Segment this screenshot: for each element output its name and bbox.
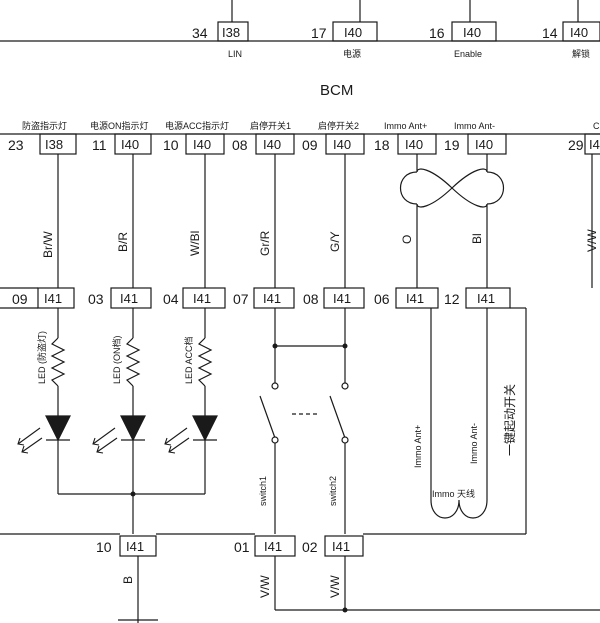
bcm-connector-switch2: I40	[333, 137, 351, 152]
led-antitheft-label: LED (防盗灯)	[36, 331, 47, 384]
bottom-connector-01: I41	[264, 539, 282, 554]
module-title: BCM	[320, 82, 353, 99]
bottom-pin-10: 10	[96, 539, 112, 555]
start-button-label: 一键起动开关	[503, 384, 517, 456]
top-connector-enable: I40	[463, 25, 481, 40]
bcm-connector-antitheft: I38	[45, 137, 63, 152]
led-on-label: LED (ON档)	[111, 335, 122, 384]
top-pin-power: 17	[311, 25, 327, 41]
top-label-enable: Enable	[454, 49, 482, 59]
top-label-lin: LIN	[228, 49, 242, 59]
switch1-label: switch1	[258, 476, 268, 506]
bcm-connector-29: I40	[589, 137, 600, 152]
switch2-label: switch2	[328, 476, 338, 506]
wire-color-b-r: B/R	[116, 232, 130, 252]
wire-color-v-w-bottom2: V/W	[328, 575, 342, 598]
bcm-connector-immo-minus: I40	[475, 137, 493, 152]
immo-ant-minus-label: Immo Ant-	[469, 423, 479, 464]
immo-coil-label: Immo 天线	[432, 488, 475, 499]
top-label-unlock: 解锁	[572, 48, 590, 59]
bcm-label-immo-minus: Immo Ant-	[454, 121, 495, 131]
bcm-connector-immo-plus: I40	[405, 137, 423, 152]
sw-pin-09: 09	[12, 291, 28, 307]
top-pin-unlock: 14	[542, 25, 558, 41]
bcm-label-switch2: 启停开关2	[318, 120, 359, 131]
top-label-power: 电源	[343, 48, 361, 59]
bcm-label-29: C	[593, 121, 600, 131]
top-connector-unlock: I40	[570, 25, 588, 40]
wire-color-bl: Bl	[470, 233, 484, 244]
led-acc-label: LED ACC档	[183, 336, 194, 384]
sw-connector-09: I41	[44, 291, 62, 306]
top-connector-power: I40	[344, 25, 362, 40]
bcm-label-on-lamp: 电源ON指示灯	[90, 120, 149, 131]
top-pin-lin: 34	[192, 25, 208, 41]
top-connector-lin: I38	[222, 25, 240, 40]
bcm-connector-on-lamp: I40	[121, 137, 139, 152]
top-pin-enable: 16	[429, 25, 445, 41]
bottom-connector-02: I41	[332, 539, 350, 554]
bottom-pin-01: 01	[234, 539, 250, 555]
wire-color-o: O	[400, 235, 414, 244]
bcm-pin-acc-lamp: 10	[163, 137, 179, 153]
wire-color-v-w-bottom1: V/W	[258, 575, 272, 598]
bcm-label-immo-plus: Immo Ant+	[384, 121, 427, 131]
bottom-pin-02: 02	[302, 539, 318, 555]
bcm-pin-switch2: 09	[302, 137, 318, 153]
wire-color-gr-r: Gr/R	[258, 230, 272, 256]
sw-pin-12: 12	[444, 291, 460, 307]
bcm-pin-antitheft: 23	[8, 137, 24, 153]
bcm-pin-immo-plus: 18	[374, 137, 390, 153]
bcm-connector-switch1: I40	[263, 137, 281, 152]
sw-connector-06: I41	[406, 291, 424, 306]
sw-pin-04: 04	[163, 291, 179, 307]
sw-pin-06: 06	[374, 291, 390, 307]
sw-connector-04: I41	[193, 291, 211, 306]
wire-color-br-w: Br/W	[41, 231, 55, 258]
bcm-pin-immo-minus: 19	[444, 137, 460, 153]
bcm-pin-29: 29	[568, 137, 584, 153]
sw-connector-08: I41	[333, 291, 351, 306]
wire-color-w-bl: W/Bl	[188, 231, 202, 256]
bcm-label-antitheft: 防盗指示灯	[22, 120, 67, 131]
sw-pin-08: 08	[303, 291, 319, 307]
wire-color-v-w-29: V/W	[585, 229, 599, 252]
wire-color-g-y: G/Y	[328, 231, 342, 252]
sw-connector-03: I41	[120, 291, 138, 306]
sw-pin-03: 03	[88, 291, 104, 307]
bcm-pin-on-lamp: 11	[92, 137, 107, 153]
sw-connector-07: I41	[263, 291, 281, 306]
bcm-label-switch1: 启停开关1	[250, 120, 291, 131]
bcm-connector-acc-lamp: I40	[193, 137, 211, 152]
bcm-pin-switch1: 08	[232, 137, 248, 153]
bcm-label-acc-lamp: 电源ACC指示灯	[165, 120, 229, 131]
bottom-connector-10: I41	[126, 539, 144, 554]
wire-color-b-bottom: B	[121, 576, 135, 584]
immo-ant-plus-label: Immo Ant+	[413, 425, 423, 468]
sw-connector-12: I41	[477, 291, 495, 306]
sw-pin-07: 07	[233, 291, 249, 307]
